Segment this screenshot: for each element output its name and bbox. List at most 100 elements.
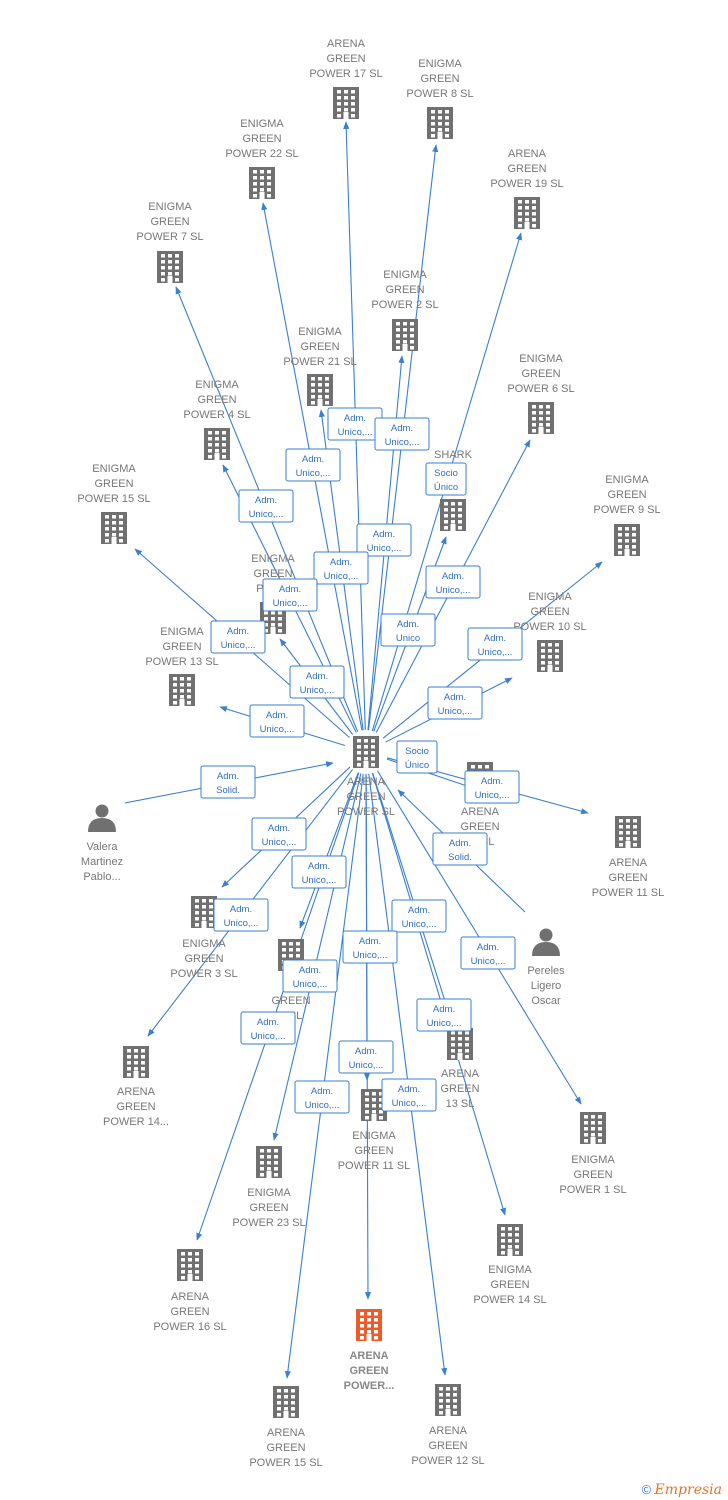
building-icon[interactable] [615, 816, 641, 848]
edge-n30 [284, 773, 364, 1379]
node-n29-label-line: GREEN [349, 1365, 388, 1377]
node-n1-label-line: ARENA [327, 38, 366, 50]
building-icon[interactable] [101, 512, 127, 544]
building-icon[interactable] [614, 524, 640, 556]
building-icon[interactable] [273, 1386, 299, 1418]
badge-text: Adm. [311, 1086, 333, 1097]
node-n6-label-line: ENIGMA [383, 269, 427, 281]
node-n15-label-line: GREEN [162, 641, 201, 653]
node-n7-label-line: GREEN [300, 341, 339, 353]
node-n16-label-line: Valera [87, 841, 119, 853]
node-n18-label-line: ARENA [609, 857, 648, 869]
relation-badge[interactable]: Adm.Unico [380, 613, 436, 647]
relation-badge[interactable]: Adm.Unico,... [262, 578, 318, 612]
building-icon[interactable] [307, 374, 333, 406]
building-icon[interactable] [249, 167, 275, 199]
node-n23-label-line: 13 SL [446, 1098, 475, 1110]
building-icon[interactable] [256, 1146, 282, 1178]
building-icon[interactable] [204, 428, 230, 460]
relation-badge[interactable]: Adm.Unico,... [460, 936, 516, 970]
relation-badge[interactable]: Adm.Unico,... [427, 686, 483, 720]
relation-badge[interactable]: Adm.Unico,... [251, 817, 307, 851]
relation-badge[interactable]: Adm.Unico,... [282, 959, 338, 993]
node-n22-label-line: POWER 14... [103, 1116, 169, 1128]
node-n2-label-line: ENIGMA [418, 58, 462, 70]
badge-text: Adm. [397, 619, 419, 630]
relation-badge[interactable]: Adm.Unico,... [356, 523, 412, 557]
relation-badge[interactable]: Adm. Solid. [200, 765, 256, 799]
relation-badge[interactable]: Adm.Unico,... [289, 665, 345, 699]
relation-badge[interactable]: Adm. Unico,... [249, 704, 305, 738]
relation-badge[interactable]: Adm.Unico,... [381, 1078, 437, 1112]
person-icon[interactable] [88, 804, 116, 833]
building-icon[interactable] [123, 1046, 149, 1078]
building-icon[interactable] [514, 197, 540, 229]
footer-brand[interactable]: © Empresia [642, 1482, 722, 1498]
building-icon[interactable] [169, 674, 195, 706]
building-icon[interactable] [177, 1249, 203, 1281]
badge-text: Adm. [302, 454, 324, 465]
building-icon[interactable] [497, 1224, 523, 1256]
relation-badge[interactable]: Adm.Unico,... [338, 1040, 394, 1074]
badge-text: Unico,... [349, 1060, 384, 1071]
building-icon[interactable] [392, 319, 418, 351]
relation-badge[interactable]: Adm.Unico,... [416, 998, 472, 1032]
building-icon[interactable] [191, 896, 217, 928]
relation-badge[interactable]: Adm.Unico,... [391, 899, 447, 933]
badge-text: Unico,... [402, 919, 437, 930]
node-n20-label-line: Oscar [531, 995, 561, 1007]
relation-badge[interactable]: Adm.Unico,... [294, 1080, 350, 1114]
badge-text: Adm. [266, 710, 288, 721]
relation-badge[interactable]: Adm.Unico,... [327, 407, 383, 441]
badge-text: Adm. [217, 771, 239, 782]
node-n8-label-line: GREEN [521, 368, 560, 380]
node-n23-label-line: GREEN [440, 1083, 479, 1095]
badge-text: Unico,... [296, 468, 331, 479]
relation-badge[interactable]: Adm.Unico,... [213, 898, 269, 932]
relation-badge[interactable]: Adm.Unico,... [425, 565, 481, 599]
building-icon[interactable] [447, 1028, 473, 1060]
relation-badge[interactable]: Adm.Solid. [432, 832, 488, 866]
building-icon[interactable] [440, 499, 466, 531]
person-icon[interactable] [532, 928, 560, 957]
node-n5-label-line: POWER 7 SL [136, 231, 203, 243]
building-icon[interactable] [580, 1112, 606, 1144]
node-n22-label-line: GREEN [116, 1101, 155, 1113]
edge-n26 [272, 773, 362, 1141]
building-icon[interactable] [528, 402, 554, 434]
relation-badge[interactable]: Adm.Unico,... [240, 1011, 296, 1045]
badge-text: Adm. [481, 776, 503, 787]
badge-text: Adm. [306, 671, 328, 682]
relation-badge[interactable]: Adm.Unico,... [291, 855, 347, 889]
node-n24-label-line: ENIGMA [571, 1154, 615, 1166]
center-building-icon[interactable] [353, 736, 379, 768]
relation-badge[interactable]: Adm.Unico,... [374, 417, 430, 451]
node-n11-label-line: GREEN [607, 489, 646, 501]
relation-badge[interactable]: Adm.Unico,... [464, 770, 520, 804]
building-icon[interactable] [157, 251, 183, 283]
relation-badge[interactable]: Adm.Unico,... [313, 551, 369, 585]
badge-text: Socio [434, 468, 458, 479]
relation-badge[interactable]: Adm.Unico,... [342, 930, 398, 964]
relation-badge[interactable]: Adm.Unico,... [467, 627, 523, 661]
relation-badge[interactable]: Adm.Unico,... [238, 489, 294, 523]
badge-text: Unico,... [260, 724, 295, 735]
badge-text: Solid. [216, 785, 240, 796]
relation-badge[interactable]: Adm.Unico,... [210, 620, 266, 654]
relation-badge[interactable]: Adm. Unico,... [285, 448, 341, 482]
building-icon[interactable] [537, 640, 563, 672]
node-n14-label-line: ENIGMA [528, 591, 572, 603]
node-n17-label-line: ARENA [461, 806, 500, 818]
center-label-line: GREEN [346, 791, 385, 803]
node-n19-label-line: ENIGMA [182, 938, 226, 950]
building-icon[interactable] [427, 107, 453, 139]
badge-text: Unico,... [302, 875, 337, 886]
building-icon[interactable] [356, 1309, 382, 1341]
node-n15-label-line: POWER 13 SL [145, 656, 218, 668]
node-n25-label-line: POWER 11 SL [338, 1160, 411, 1172]
building-icon[interactable] [435, 1384, 461, 1416]
building-icon[interactable] [333, 87, 359, 119]
